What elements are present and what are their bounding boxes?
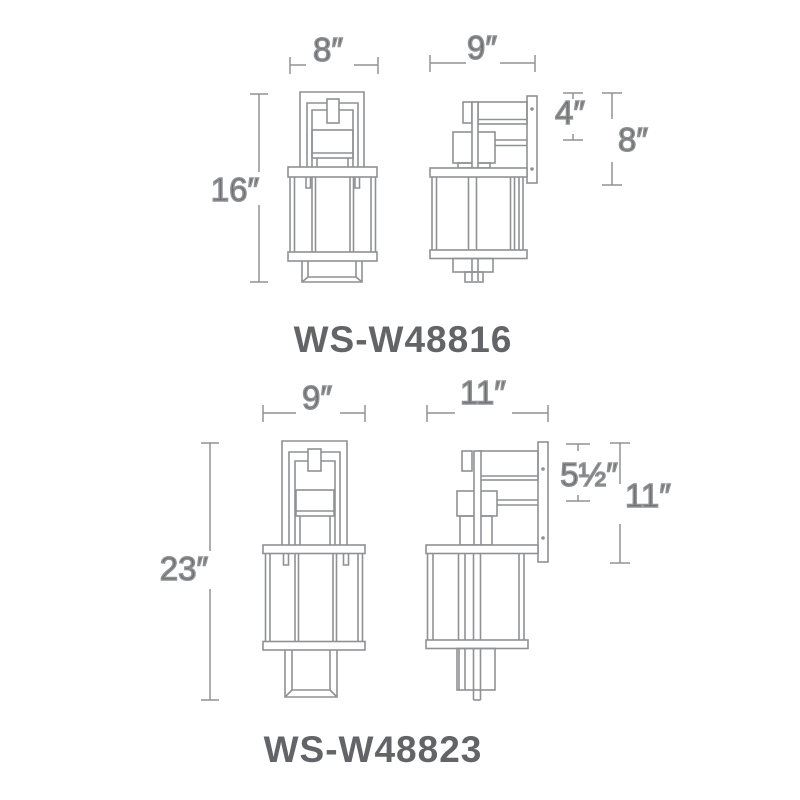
dim-side-height-2: 11″ [610, 442, 672, 564]
dim-front-width-2: 9″ [262, 378, 366, 422]
support-bar [471, 101, 479, 169]
lantern-cage [262, 544, 366, 651]
dim-side-width-1: 9″ [429, 28, 536, 72]
cage-bottom-rail [287, 251, 378, 262]
cage-top-rail [287, 166, 378, 178]
lantern-cage [287, 166, 378, 262]
cage-top-plate [429, 167, 528, 178]
cage-bottom-plate [425, 639, 529, 650]
screw-dot [541, 467, 545, 471]
lamp-housing [295, 489, 335, 517]
dim-label: 9″ [467, 29, 497, 66]
dim-side-width-2: 11″ [426, 373, 549, 422]
lantern-cage-side [425, 544, 539, 650]
dim-label: 9″ [302, 379, 332, 416]
lantern-cage-side [429, 167, 528, 260]
dim-label: 5½″ [560, 456, 618, 493]
cage-bottom-rail [262, 640, 366, 651]
foot [301, 261, 363, 283]
screw-dot [530, 107, 534, 111]
screw-dot [530, 167, 534, 171]
mounting-tab [326, 98, 340, 124]
mounting-tab [307, 448, 322, 472]
cage-top-rail [262, 544, 366, 555]
stem [452, 257, 494, 283]
driver-box [456, 490, 538, 546]
dim-backplate-height-2: 5½″ [559, 443, 619, 502]
dim-label: 8″ [313, 31, 343, 68]
dim-label: 11″ [625, 477, 671, 514]
figure-ws-w48816: 8″ 16″ 9″ 4″ 8″ WS-W48816 [210, 28, 649, 360]
dim-label: 4″ [555, 94, 585, 131]
stem [456, 647, 496, 701]
mounting-arm [462, 101, 528, 125]
dim-label: 16″ [211, 171, 260, 208]
lamp-housing [311, 129, 354, 159]
dim-label: 8″ [618, 121, 648, 158]
dim-front-height-2: 23″ [159, 442, 219, 701]
driver-box [452, 131, 527, 169]
dim-side-height-1: 8″ [602, 92, 649, 186]
figure-ws-w48823: 9″ 23″ 11″ 5½″ 11″ WS-W48823 [159, 373, 672, 770]
foot [284, 650, 338, 698]
sconce-side-view-2 [425, 441, 549, 701]
cage-bottom-plate [429, 249, 528, 260]
dim-front-height-1: 16″ [210, 93, 268, 283]
cage-top-plate [425, 544, 539, 555]
support-bar [473, 450, 482, 546]
dim-backplate-height-1: 4″ [554, 92, 586, 141]
wall-plate [537, 441, 549, 563]
sconce-front-view-2 [262, 440, 366, 698]
product-code: WS-W48823 [264, 729, 483, 770]
dim-front-width-1: 8″ [289, 30, 379, 74]
product-code: WS-W48816 [294, 319, 513, 360]
sconce-side-view-1 [429, 95, 538, 283]
screw-dot [541, 536, 545, 540]
dim-label: 11″ [460, 374, 506, 411]
dim-label: 23″ [160, 550, 209, 587]
sconce-front-view-1 [287, 91, 378, 283]
